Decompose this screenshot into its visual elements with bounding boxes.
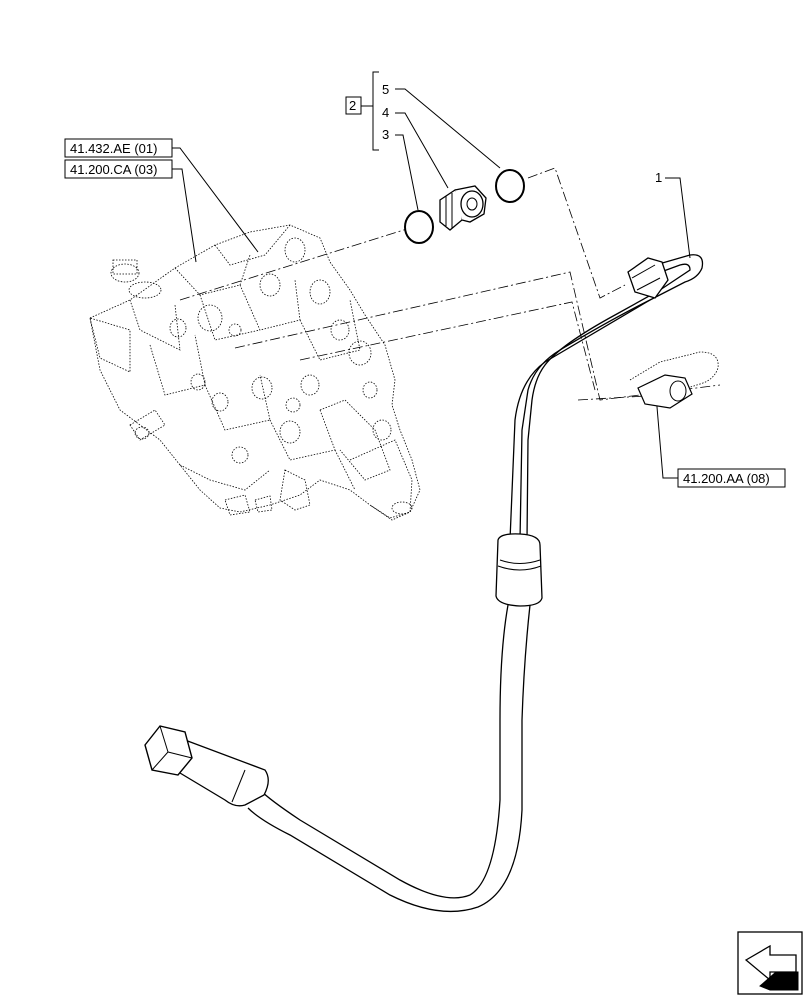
svg-text:41.200.CA (03): 41.200.CA (03)	[70, 162, 157, 177]
svg-text:4: 4	[382, 105, 389, 120]
svg-text:41.200.AA (08): 41.200.AA (08)	[683, 471, 770, 486]
o-ring-item-3[interactable]	[404, 210, 434, 244]
leader-item4	[395, 112, 449, 189]
svg-text:41.432.AE (01): 41.432.AE (01)	[70, 141, 157, 156]
leader-ref3	[655, 394, 678, 479]
adapter-fitting-item-4[interactable]	[439, 185, 487, 231]
svg-text:5: 5	[382, 82, 389, 97]
leader-item3	[395, 134, 419, 211]
leader-ref1	[172, 147, 259, 253]
reference-41-432-ae[interactable]: 41.432.AE (01)	[64, 138, 173, 158]
leader-ref2	[172, 168, 197, 263]
leader-item5	[395, 88, 501, 169]
valve-block	[89, 224, 421, 521]
leader-item1	[665, 177, 691, 259]
reference-41-200-ca[interactable]: 41.200.CA (03)	[64, 159, 173, 179]
next-page-arrow-icon[interactable]	[737, 931, 803, 995]
callout-item-1: 1	[655, 170, 662, 185]
callout-group-2: 2 5 4 3	[345, 71, 389, 151]
pipe-assembly-item-1[interactable]	[144, 254, 719, 913]
o-ring-item-5[interactable]	[495, 169, 525, 203]
svg-text:2: 2	[349, 98, 356, 113]
reference-41-200-aa[interactable]: 41.200.AA (08)	[677, 468, 786, 488]
svg-text:3: 3	[382, 127, 389, 142]
